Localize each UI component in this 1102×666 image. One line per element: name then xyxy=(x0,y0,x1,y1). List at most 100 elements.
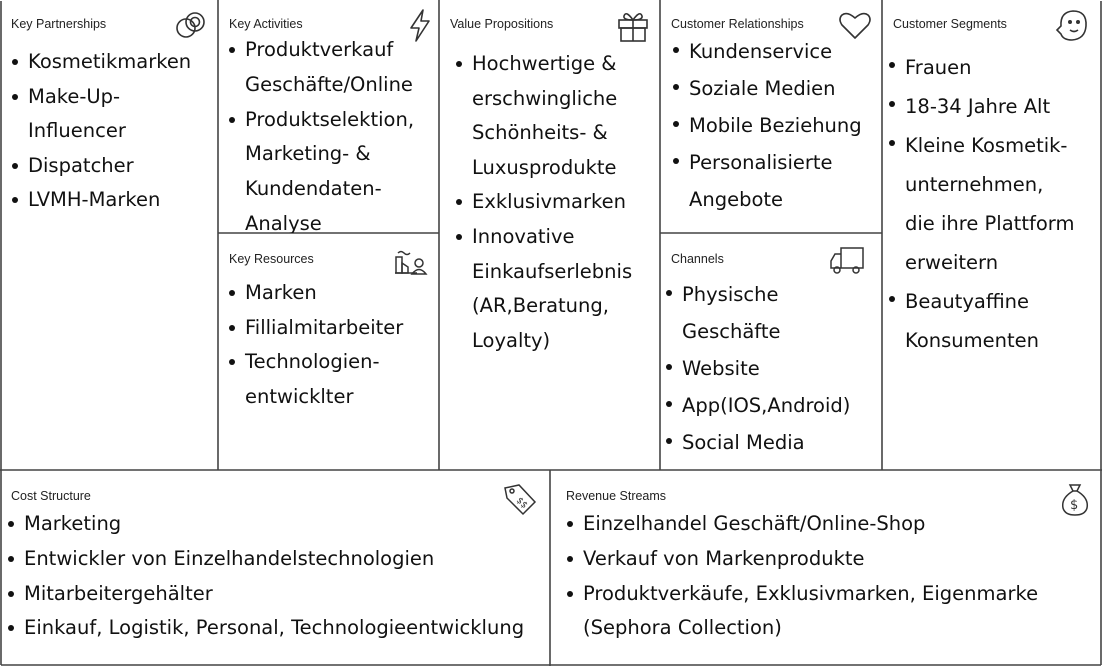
list-item-line: erweitern xyxy=(905,251,999,274)
list-item-line: 18-34 Jahre Alt xyxy=(905,95,1051,118)
list-item-line: Kundenservice xyxy=(689,40,833,63)
list-item-line: Beautyaffine xyxy=(905,290,1030,313)
list-item: Exklusivmarken xyxy=(455,185,632,220)
list-item-line: die ihre Plattform xyxy=(905,212,1075,235)
list-item-line: Kosmetikmarken xyxy=(28,50,192,73)
list-item-line: Website xyxy=(682,357,760,380)
list-item-line: Produktselektion, xyxy=(245,107,415,131)
list-item-line: Loyalty) xyxy=(472,328,551,352)
list-item: Kleine Kosmetik-unternehmen, die ihre Pla… xyxy=(888,126,1074,282)
truck-icon xyxy=(828,240,866,278)
list-item: Marken xyxy=(228,276,403,311)
block-title: Customer Segments xyxy=(893,17,1007,31)
list-item-line: Physische xyxy=(682,283,779,306)
list-item-line: Dispatcher xyxy=(28,153,134,177)
list-item-line: erschwingliche xyxy=(472,86,618,110)
list-item-line: Influencer xyxy=(28,119,126,142)
list-item-line: Mobile Beziehung xyxy=(689,114,862,137)
list-item-line: Entwickler von Einzelhandelstechnologien xyxy=(24,546,435,570)
list-item: Kosmetikmarken xyxy=(11,45,191,80)
list-item-line: Personalisierte xyxy=(689,151,833,174)
list-item: Einzelhandel Geschäft/Online-Shop xyxy=(566,507,1038,542)
list-item-line: Kleine Kosmetik- xyxy=(905,134,1068,157)
svg-text:$: $ xyxy=(1070,498,1078,513)
list-item-line: (Sephora Collection) xyxy=(583,616,782,640)
list-item-line: Schönheits- & xyxy=(472,121,608,145)
list-item-line: Social Media xyxy=(682,431,805,454)
block-title: Key Partnerships xyxy=(11,17,107,31)
list-item-line: Marketing- & xyxy=(245,142,371,166)
list-item: Einkauf, Logistik, Personal, Technologie… xyxy=(7,611,524,646)
block-title: Key Resources xyxy=(229,252,314,266)
list-item: Entwickler von Einzelhandelstechnologien xyxy=(7,542,524,577)
list-item: Website xyxy=(665,350,850,387)
list-item-line: entwicklter xyxy=(245,384,354,408)
block-title: Customer Relationships xyxy=(671,17,804,31)
list-item-line: Marketing xyxy=(24,512,122,535)
list-item-line: unternehmen, xyxy=(905,173,1044,196)
list-item-line: Einkaufserlebnis xyxy=(472,259,633,283)
list-item-line: Fillialmitarbeiter xyxy=(245,315,404,339)
list-item: 18-34 Jahre Alt xyxy=(888,87,1074,126)
list-item-line: Einzelhandel Geschäft/Online-Shop xyxy=(583,512,926,535)
list-item: Social Media xyxy=(665,424,850,461)
list-item: Mitarbeitergehälter xyxy=(7,577,524,612)
list-item-line: (AR,Beratung, xyxy=(472,294,609,318)
list-item-line: Exklusivmarken xyxy=(472,190,626,214)
list-item-line: Mitarbeitergehälter xyxy=(24,581,213,605)
heart-icon xyxy=(836,6,874,44)
money-bag-icon: $ xyxy=(1056,480,1094,518)
list-item-line: Konsumenten xyxy=(905,329,1039,352)
block-revenue-streams: Revenue Streams $ Einzelhandel Geschäft/… xyxy=(550,470,1102,666)
gift-icon xyxy=(614,6,652,44)
block-title: Cost Structure xyxy=(11,489,91,503)
list-item-line: Kundendaten- xyxy=(245,177,382,201)
list-item-line: Innovative xyxy=(472,224,575,248)
block-title: Key Activities xyxy=(229,17,303,31)
list-item-line: Einkauf, Logistik, Personal, Technologie… xyxy=(24,616,525,640)
block-title: Value Propositions xyxy=(450,17,554,31)
list-item-line: App(IOS,Android) xyxy=(682,394,851,417)
link-icon xyxy=(172,6,210,44)
list-item: Verkauf von Markenprodukte xyxy=(566,542,1038,577)
list-item-line: Luxusprodukte xyxy=(472,155,617,179)
list-item: Mobile Beziehung xyxy=(672,107,862,144)
list-item-line: Hochwertige & xyxy=(472,52,617,75)
price-tag-icon: $$ xyxy=(501,480,539,518)
list-item-line: Angebote xyxy=(689,188,784,211)
smiley-face-icon xyxy=(1053,6,1091,44)
list-item: Marketing xyxy=(7,507,524,542)
block-title: Revenue Streams xyxy=(566,489,667,503)
list-item: Produktverkäufe, Exklusivmarken, Eigenma… xyxy=(566,577,1038,647)
list-item: Fillialmitarbeiter xyxy=(228,311,403,346)
list-item-line: Frauen xyxy=(905,56,972,79)
list-item-line: LVMH-Marken xyxy=(28,188,161,211)
list-item-line: Technologien- xyxy=(245,350,380,373)
list-item-line: Produktverkauf xyxy=(245,38,394,61)
list-item: Kundenservice xyxy=(672,33,862,70)
list-item-line: Analyse xyxy=(245,211,322,233)
factory-worker-icon xyxy=(391,241,429,279)
list-item-line: Geschäfte/Online xyxy=(245,72,413,96)
list-item: App(IOS,Android) xyxy=(665,387,850,424)
block-value-propositions: Value Propositions Hochwertige & erschwin… xyxy=(439,0,660,470)
